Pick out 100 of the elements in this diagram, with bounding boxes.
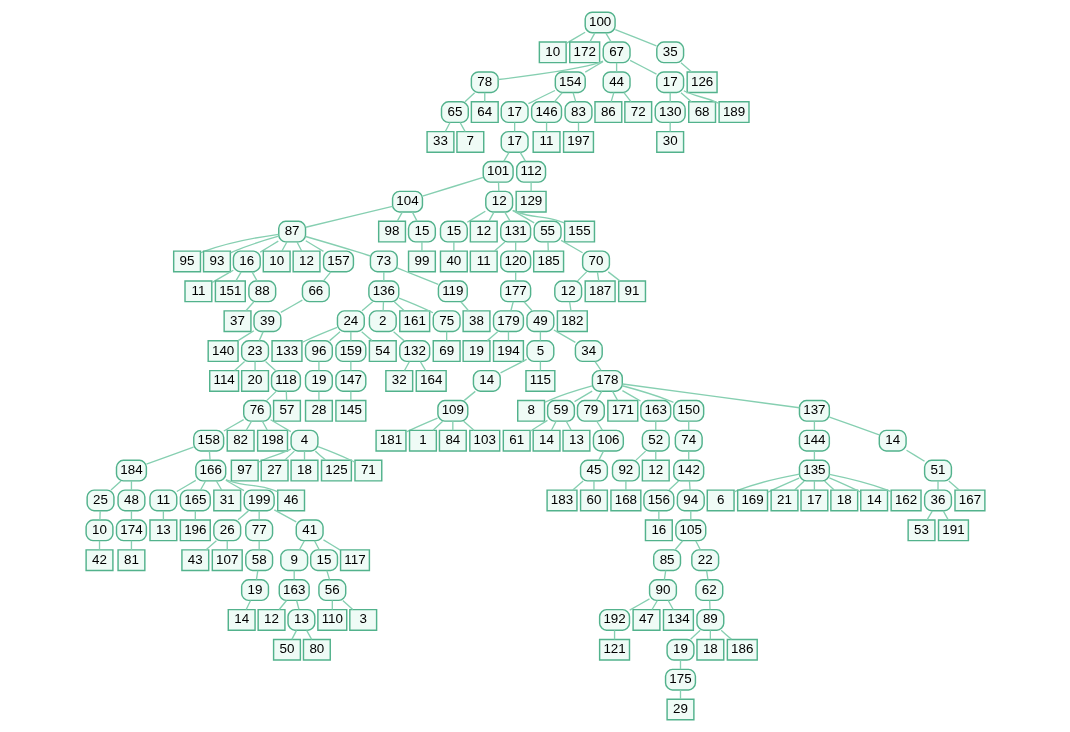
node-box: 41 <box>295 519 324 542</box>
node-box: 49 <box>525 310 554 333</box>
connector <box>255 569 258 581</box>
node-box: 74 <box>674 429 703 452</box>
node-box: 182 <box>556 310 588 333</box>
node-box: 12 <box>469 220 498 243</box>
connector <box>528 419 548 432</box>
node-box: 146 <box>530 101 562 124</box>
connector <box>624 480 627 491</box>
node-box: 131 <box>499 220 531 243</box>
node-box: 150 <box>672 399 704 422</box>
connector <box>463 92 475 103</box>
connector <box>673 540 683 551</box>
connector <box>419 360 426 372</box>
node-box: 78 <box>470 71 499 94</box>
node-box: 33 <box>425 130 455 153</box>
node-box: 14 <box>878 429 907 452</box>
node-box: 197 <box>562 130 594 153</box>
connector <box>657 510 659 521</box>
node-box: 85 <box>652 549 681 572</box>
node-box: 198 <box>256 429 288 452</box>
node-box: 104 <box>391 190 423 213</box>
connector <box>98 510 101 521</box>
connector <box>511 209 565 224</box>
node-box: 55 <box>533 220 562 243</box>
connector <box>264 360 276 372</box>
node-box: 163 <box>278 579 310 602</box>
connector <box>421 176 484 197</box>
node-box: 42 <box>84 549 114 572</box>
connector <box>431 420 443 431</box>
connector <box>487 211 495 222</box>
connector <box>257 448 291 463</box>
node-box: 14 <box>227 608 256 631</box>
connector <box>499 358 527 374</box>
node-box: 35 <box>655 41 684 64</box>
node-box: 15 <box>439 220 468 243</box>
node-box: 54 <box>368 340 397 363</box>
connector <box>304 205 393 228</box>
connector <box>396 267 439 286</box>
connector <box>559 239 583 254</box>
connector <box>360 301 373 312</box>
connector <box>522 301 533 312</box>
connector <box>936 480 939 491</box>
connector <box>634 450 646 461</box>
node-box: 84 <box>438 429 467 452</box>
node-box: 10 <box>84 519 114 542</box>
node-box: 38 <box>461 310 491 333</box>
node-box: 94 <box>676 489 705 512</box>
connector <box>793 480 805 491</box>
node-box: 48 <box>116 489 146 512</box>
node-box: 86 <box>593 101 622 124</box>
connector <box>245 420 252 431</box>
node-box: 145 <box>334 399 366 422</box>
node-box: 13 <box>286 608 316 631</box>
node-box: 23 <box>240 340 269 363</box>
connector <box>109 480 122 491</box>
connector <box>229 235 279 254</box>
node-box: 52 <box>641 429 670 452</box>
node-box: 18 <box>695 638 724 661</box>
node-box: 57 <box>272 399 301 422</box>
node-box: 125 <box>320 459 352 482</box>
node-box: 118 <box>270 369 301 392</box>
connector <box>199 233 279 254</box>
node-box: 156 <box>642 489 674 512</box>
connector <box>708 599 711 611</box>
node-box: 4 <box>289 429 319 452</box>
node-box: 11 <box>469 250 498 273</box>
connector <box>663 569 666 581</box>
connector <box>224 478 278 493</box>
node-box: 112 <box>515 160 546 183</box>
node-box: 13 <box>561 429 591 452</box>
connector <box>942 510 949 521</box>
connector <box>466 210 486 223</box>
connector <box>529 181 532 192</box>
node-box: 96 <box>304 340 333 363</box>
connector <box>828 477 861 493</box>
node-box: 114 <box>208 369 239 392</box>
connector <box>571 92 576 103</box>
connector <box>253 360 256 372</box>
node-box: 46 <box>276 489 305 512</box>
node-box: 73 <box>369 250 398 273</box>
node-box: 162 <box>889 489 922 512</box>
node-box: 76 <box>242 399 271 422</box>
node-box: 166 <box>194 459 226 482</box>
connector <box>273 509 297 523</box>
connector <box>305 629 312 641</box>
node-box: 137 <box>798 399 830 422</box>
node-box: 169 <box>736 489 768 512</box>
connector <box>550 420 557 431</box>
node-box: 14 <box>472 369 501 392</box>
node-box: 65 <box>440 101 469 124</box>
connector <box>584 60 604 73</box>
connector <box>552 329 576 343</box>
node-box: 75 <box>432 310 461 333</box>
connector <box>258 330 264 342</box>
connector <box>328 330 341 342</box>
node-box: 129 <box>514 190 547 213</box>
connector <box>233 360 245 372</box>
connector <box>403 360 410 372</box>
connector <box>486 330 498 342</box>
